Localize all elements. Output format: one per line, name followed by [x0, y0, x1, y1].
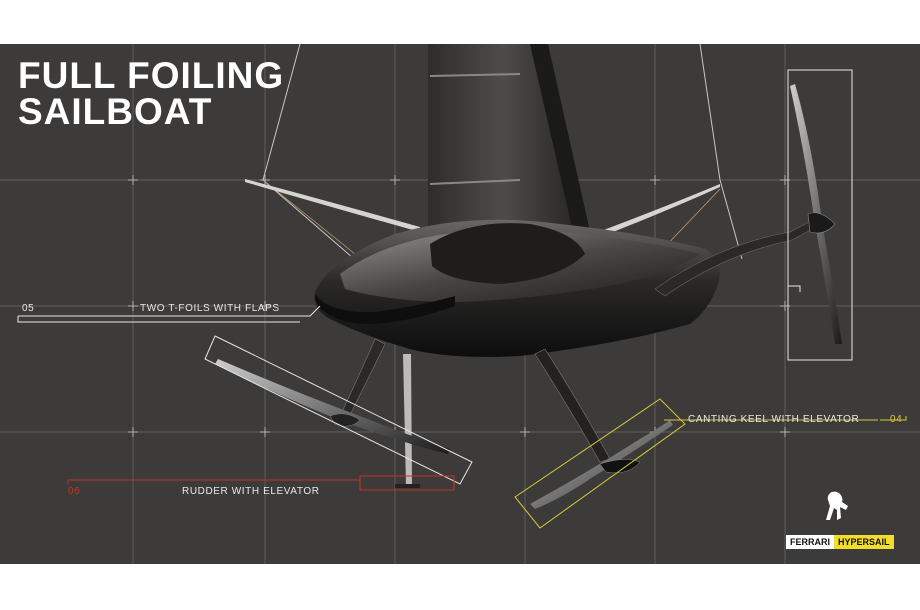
- callout-label-keel: CANTING KEEL WITH ELEVATOR: [688, 414, 860, 425]
- keel-strut: [534, 348, 611, 463]
- title-line-1: FULL FOILING: [18, 55, 285, 96]
- left-t-foil: [215, 359, 450, 454]
- foil-strut-left: [339, 338, 386, 420]
- spreader-left: [245, 179, 420, 232]
- callout-box-foils: [204, 335, 473, 485]
- callout-label-rudder: RUDDER WITH ELEVATOR: [182, 486, 320, 497]
- brand-name-ferrari: FERRARI: [786, 535, 834, 549]
- callout-box-keel: [514, 398, 686, 529]
- callout-box-rudder: [359, 475, 455, 491]
- callout-number-keel: 04: [890, 414, 903, 425]
- title-line-2: SAILBOAT: [18, 91, 213, 132]
- illustration-panel: FULL FOILING SAILBOAT 05 TWO T-FOILS WIT…: [0, 44, 920, 564]
- rudder-blade: [403, 354, 412, 486]
- callout-label-foils: TWO T-FOILS WITH FLAPS: [140, 303, 280, 314]
- boat-diagram: [0, 44, 920, 564]
- spreader-right: [585, 184, 720, 243]
- callout-box-raised-foil: [787, 69, 853, 361]
- page-title: FULL FOILING SAILBOAT: [18, 55, 285, 132]
- brand-name-hypersail: HYPERSAIL: [834, 535, 894, 549]
- callout-line-keel: [880, 416, 907, 421]
- callout-line-foils: [18, 305, 321, 317]
- brand-logo: FERRARI HYPERSAIL: [786, 535, 894, 549]
- callout-number-foils: 05: [22, 303, 35, 314]
- callout-number-rudder: 06: [68, 486, 81, 497]
- prancing-horse-icon: [826, 491, 848, 520]
